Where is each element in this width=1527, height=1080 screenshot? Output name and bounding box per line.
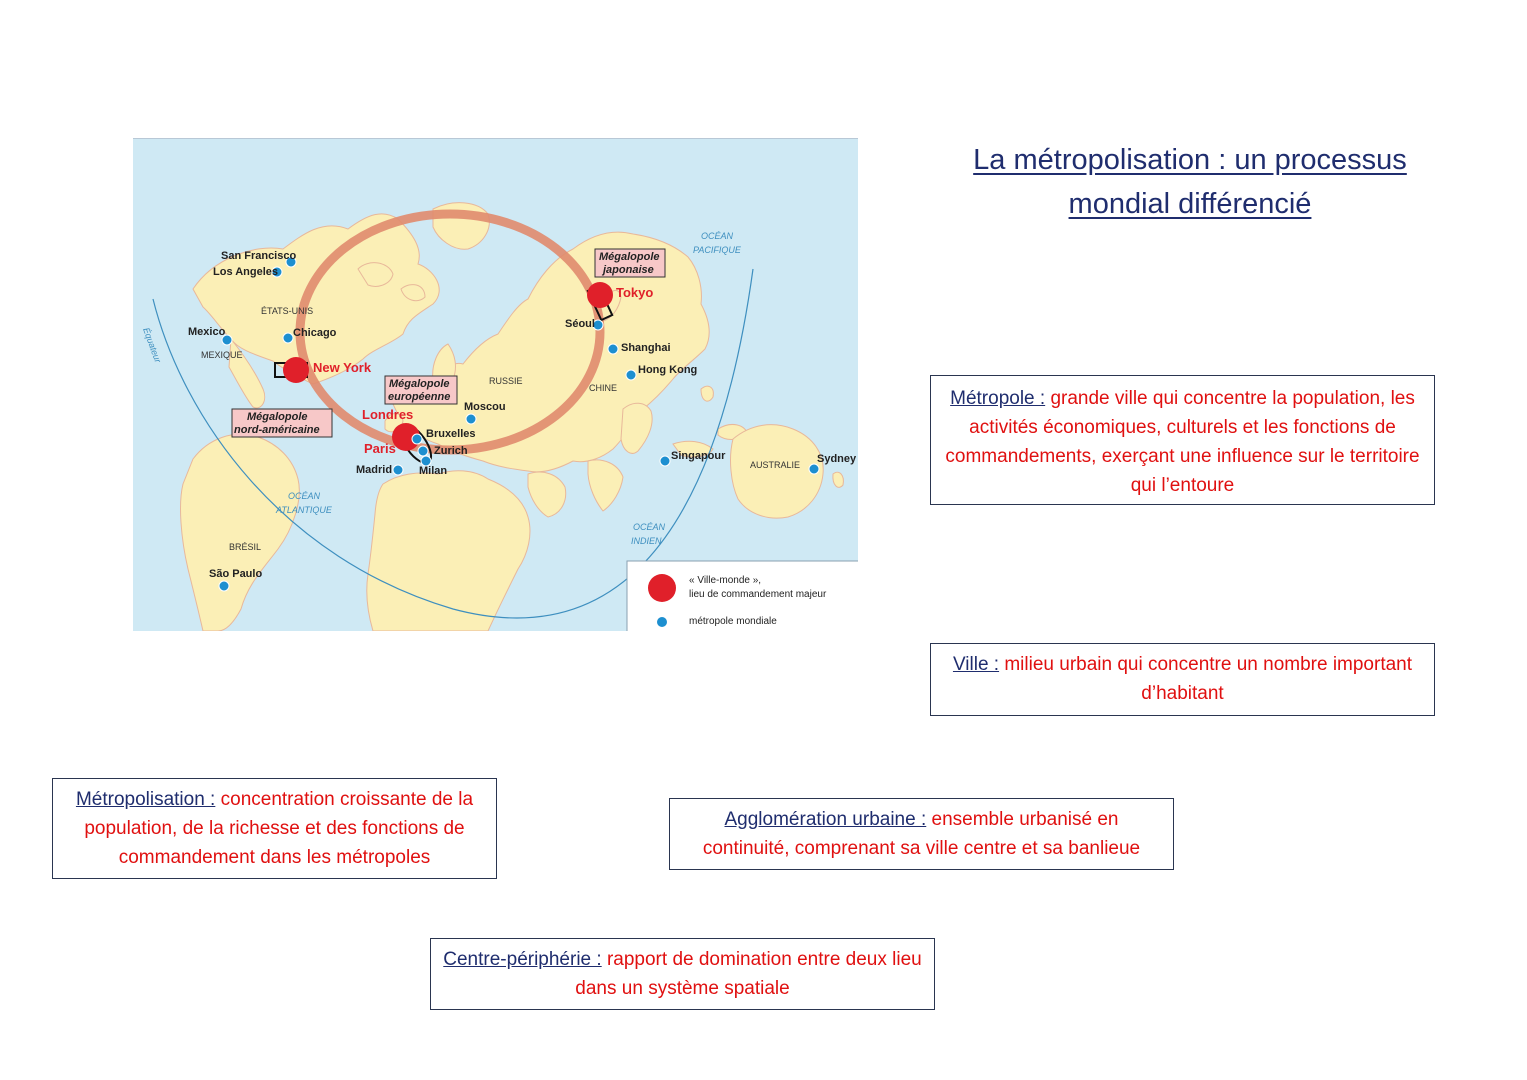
land-new-zealand	[832, 471, 844, 488]
land-philippines	[700, 385, 714, 402]
legend-metropole-marker	[657, 617, 667, 627]
city-londres-label: Londres	[362, 407, 413, 422]
city-mexico-label: Mexico	[188, 326, 226, 338]
city-moscou-label: Moscou	[464, 401, 506, 413]
definition-ville-box: Ville : milieu urbain qui concentre un n…	[930, 643, 1435, 716]
definition-metropolisation-box: Métropolisation : concentration croissan…	[52, 778, 497, 879]
metropole-shanghai-marker	[607, 343, 619, 355]
definition-centre-peripherie-term: Centre-périphérie :	[443, 949, 602, 970]
equator-line	[152, 268, 754, 619]
land-africa	[366, 470, 531, 631]
city-seoul-label: Séoul	[565, 318, 595, 330]
city-paris-label: Paris	[364, 441, 396, 456]
metropole-san-francisco-marker	[285, 256, 297, 268]
city-shanghai-label: Shanghai	[621, 342, 671, 354]
city-madrid-label: Madrid	[356, 464, 392, 476]
definition-metropolisation-text: concentration croissante de la populatio…	[84, 789, 474, 868]
city-new-york-label: New York	[313, 360, 372, 375]
title-line-1: La métropolisation : un processus	[973, 144, 1407, 176]
megalopole-nord-americaine-tag: Mégalopole nord-américaine	[231, 408, 333, 438]
world-map: Équateur OCÉAN PACIFIQUE OCÉAN ATLANTIQU…	[133, 138, 858, 631]
megalopole-nord-americaine-label-1: Mégalopole	[247, 411, 308, 423]
metropole-chicago-marker	[282, 332, 294, 344]
city-san-francisco-label: San Francisco	[221, 250, 296, 262]
city-chicago-label: Chicago	[293, 327, 337, 339]
land-southeast-asia	[620, 402, 653, 454]
metropole-los-angeles-marker	[271, 266, 283, 278]
land-arabia	[527, 471, 567, 518]
land-australia	[730, 424, 824, 519]
metropole-seoul-marker	[592, 319, 604, 331]
city-sydney-label: Sydney	[817, 453, 857, 465]
ocean-pacifique-label-2: PACIFIQUE	[693, 245, 742, 255]
definition-agglomeration-text: ensemble urbanisé en continuité, compren…	[702, 809, 1141, 859]
metropole-bruxelles-marker	[411, 433, 423, 445]
definition-centre-peripherie-text: rapport de domination entre deux lieu da…	[575, 949, 922, 999]
legend-ville-monde-label-2: lieu de commandement majeur	[689, 589, 827, 600]
legend-metropole-label: métropole mondiale	[689, 616, 777, 627]
land-arctic-islands	[357, 262, 426, 302]
city-singapour-label: Singapour	[671, 450, 726, 462]
land-south-america	[180, 433, 300, 631]
city-los-angeles-label: Los Angeles	[213, 266, 278, 278]
country-australie-label: AUSTRALIE	[750, 460, 800, 470]
definition-ville-term: Ville :	[952, 654, 1000, 675]
megalopole-europeenne-label-1: Mégalopole	[389, 378, 450, 390]
land-north-america	[192, 213, 440, 385]
metropole-madrid-marker	[392, 464, 404, 476]
ocean-pacifique-label-1: OCÉAN	[701, 231, 734, 241]
metropole-hong-kong-marker	[625, 369, 637, 381]
definition-ville-text: milieu urbain qui concentre un nombre im…	[999, 654, 1413, 704]
metropole-sao-paulo-marker	[218, 580, 230, 592]
world-city-ring	[295, 209, 605, 455]
country-russie-label: RUSSIE	[489, 376, 523, 386]
country-bresil-label: BRÉSIL	[229, 542, 261, 552]
country-etats-unis-label: ÉTATS-UNIS	[261, 306, 313, 316]
page-title: La métropolisation : un processus mondia…	[940, 138, 1440, 226]
city-zurich-label: Zurich	[434, 445, 468, 457]
country-mexique-label: MEXIQUE	[201, 350, 243, 360]
definition-agglomeration-term: Agglomération urbaine :	[724, 809, 927, 830]
city-tokyo-label: Tokyo	[616, 285, 653, 300]
ocean-atlantique-label-2: ATLANTIQUE	[275, 505, 333, 515]
metropole-mexico-marker	[221, 334, 233, 346]
legend-ville-monde-label-1: « Ville-monde »,	[689, 575, 761, 586]
metropole-milan-marker	[420, 455, 432, 467]
megalopole-japonaise-label-2: japonaise	[601, 264, 654, 276]
definition-metropole-text: grande ville qui concentre la population…	[945, 388, 1420, 496]
definition-metropole-term: Métropole :	[950, 388, 1046, 409]
title-line-2: mondial différencié	[1068, 188, 1312, 220]
megalopole-japonaise-tag: Mégalopole japonaise	[594, 248, 666, 278]
definition-metropolisation-term: Métropolisation :	[75, 789, 216, 810]
world-city-tokyo-marker	[587, 282, 613, 308]
megalopole-nord-americaine-label-2: nord-américaine	[234, 424, 320, 436]
ocean-indien-label-2: INDIEN	[631, 536, 662, 546]
city-hong-kong-label: Hong Kong	[638, 364, 697, 376]
country-chine-label: CHINE	[589, 383, 617, 393]
world-map-svg: Équateur OCÉAN PACIFIQUE OCÉAN ATLANTIQU…	[133, 139, 858, 631]
world-city-londres-paris-marker	[392, 423, 420, 451]
land-india	[587, 459, 624, 512]
definition-agglomeration-box: Agglomération urbaine : ensemble urbanis…	[669, 798, 1174, 870]
ocean-indien-label-1: OCÉAN	[633, 522, 666, 532]
megalopole-europeenne-tag: Mégalopole européenne	[384, 375, 458, 405]
definition-metropole-box: Métropole : grande ville qui concentre l…	[930, 375, 1435, 505]
megalopole-europeenne-label-2: européenne	[388, 391, 450, 403]
legend-world-city-marker	[648, 574, 676, 602]
city-sao-paulo-label: São Paulo	[209, 568, 262, 580]
world-city-new-york-marker	[283, 357, 309, 383]
metropole-singapour-marker	[659, 455, 671, 467]
city-bruxelles-label: Bruxelles	[426, 428, 476, 440]
definition-centre-peripherie-box: Centre-périphérie : rapport de dominatio…	[430, 938, 935, 1010]
metropole-zurich-marker	[417, 445, 429, 457]
ocean-atlantique-label-1: OCÉAN	[288, 491, 321, 501]
metropole-moscou-marker	[465, 413, 477, 425]
land-central-america	[228, 337, 266, 409]
megalopole-japonaise-label-1: Mégalopole	[599, 251, 660, 263]
metropole-sydney-marker	[808, 463, 820, 475]
map-legend: « Ville-monde », lieu de commandement ma…	[626, 560, 858, 631]
city-milan-label: Milan	[419, 465, 447, 477]
